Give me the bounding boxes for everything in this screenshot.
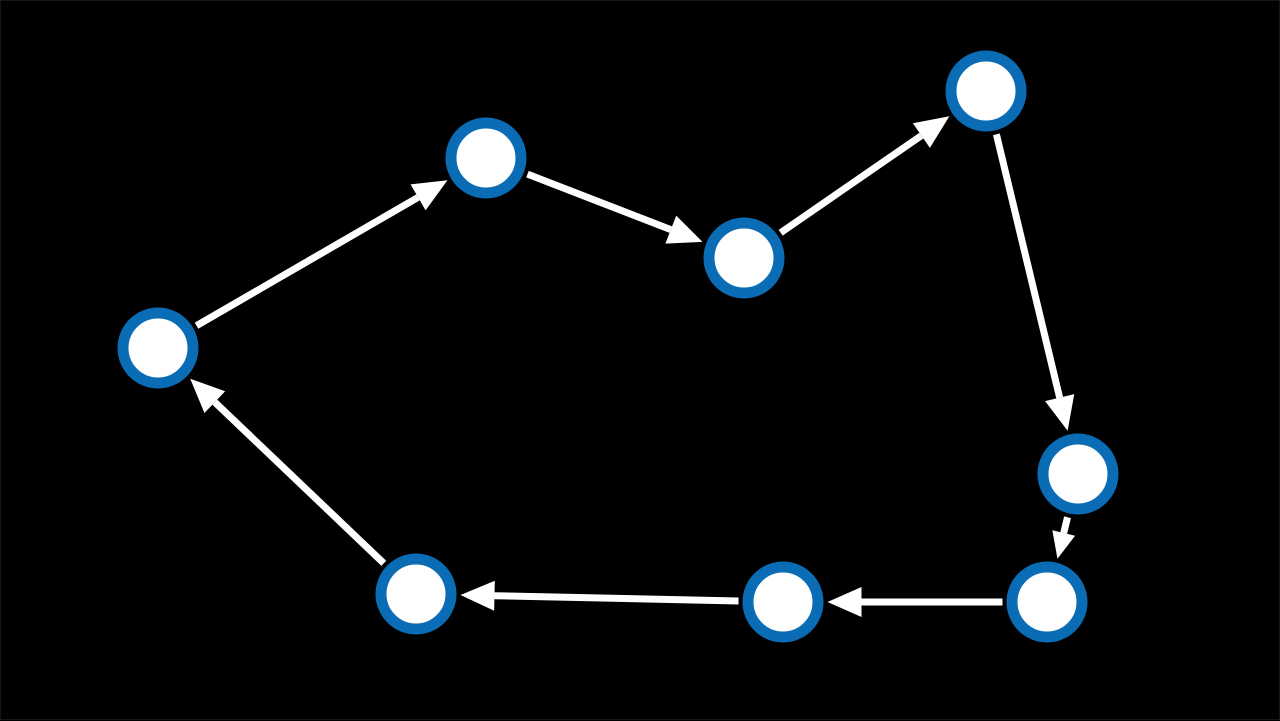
edges-layer [190,116,1076,617]
nodes-layer [117,50,1119,643]
edge-line [194,194,420,329]
edge-line [778,132,924,236]
node-circle[interactable] [945,50,1027,132]
node-circle[interactable] [375,553,457,635]
edge-line [992,133,1064,399]
edge-line [494,592,739,605]
arrow-head-icon [190,378,226,414]
arrow-head-icon [912,116,950,148]
edge-line [1060,516,1071,534]
node-circle[interactable] [445,117,527,199]
node-circle[interactable] [1037,433,1119,515]
arrow-head-icon [827,587,862,617]
graph-node[interactable] [703,217,785,299]
arrow-head-icon [410,180,448,211]
arrow-head-icon [460,580,495,611]
arrow-head-icon [1052,530,1076,559]
graph-node[interactable] [1037,433,1119,515]
node-circle[interactable] [1006,561,1088,643]
node-circle[interactable] [703,217,785,299]
graph-node[interactable] [375,553,457,635]
edge-line [526,170,673,233]
graph-node[interactable] [1006,561,1088,643]
edge-line [212,399,387,566]
arrow-head-icon [665,215,703,244]
arrow-head-icon [1045,394,1075,431]
graph-node[interactable] [945,50,1027,132]
graph-node[interactable] [445,117,527,199]
node-circle[interactable] [742,561,824,643]
graph-node[interactable] [742,561,824,643]
graph-node[interactable] [117,307,199,389]
node-circle[interactable] [117,307,199,389]
